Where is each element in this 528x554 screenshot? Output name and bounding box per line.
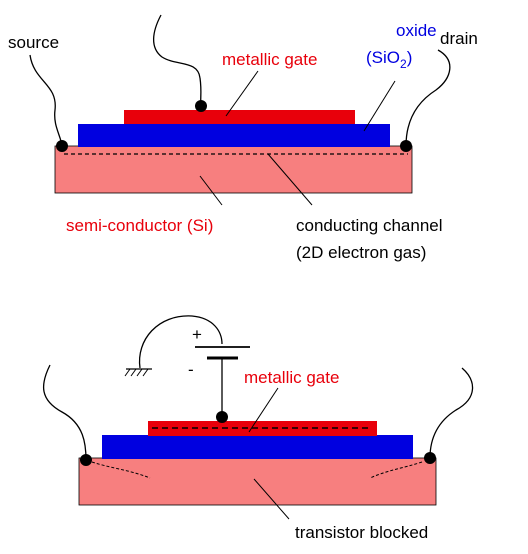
top-oxide-layer <box>78 124 390 147</box>
bottom-transistor: + - metallic gate transistor blocked <box>42 315 474 542</box>
bottom-source-contact <box>80 454 92 466</box>
bottom-gate-label: metallic gate <box>244 368 339 387</box>
channel-label-line1: conducting channel <box>296 216 443 235</box>
drain-depletion-curve <box>369 461 423 479</box>
top-source-contact <box>56 140 68 152</box>
top-gate-contact <box>195 100 207 112</box>
bottom-gate-contact <box>216 411 228 423</box>
oxide-formula: (SiO2) <box>366 48 412 71</box>
top-oxide-leader <box>363 80 396 132</box>
top-channel-leader <box>267 153 313 206</box>
ground-icon <box>124 368 152 377</box>
transistor-blocked-label: transistor blocked <box>295 523 428 542</box>
bottom-oxide-layer <box>102 435 413 459</box>
top-substrate <box>54 145 413 194</box>
top-source-wire <box>29 54 63 147</box>
top-gate-leader <box>225 70 259 117</box>
blocked-leader <box>253 478 290 520</box>
semiconductor-label: semi-conductor (Si) <box>66 216 213 235</box>
drain-label: drain <box>440 29 478 48</box>
bottom-gate-leader <box>248 387 279 433</box>
top-gate-label: metallic gate <box>222 50 317 69</box>
source-label: source <box>8 33 59 52</box>
bottom-substrate <box>78 457 437 506</box>
bottom-drain-contact <box>424 452 436 464</box>
top-transistor: source drain oxide (SiO2) metallic gate … <box>8 14 478 262</box>
channel-label-line2: (2D electron gas) <box>296 243 426 262</box>
top-substrate-leader <box>199 175 223 206</box>
ground-wire <box>138 315 223 369</box>
top-gate-wire <box>152 14 202 105</box>
battery-minus-label: - <box>188 360 194 379</box>
bottom-source-wire <box>42 364 87 461</box>
top-metallic-gate <box>124 110 355 124</box>
oxide-label: oxide <box>396 21 437 40</box>
battery-plus-label: + <box>192 325 202 344</box>
bottom-drain-wire <box>429 367 474 459</box>
top-drain-wire <box>405 49 451 147</box>
top-drain-contact <box>400 140 412 152</box>
